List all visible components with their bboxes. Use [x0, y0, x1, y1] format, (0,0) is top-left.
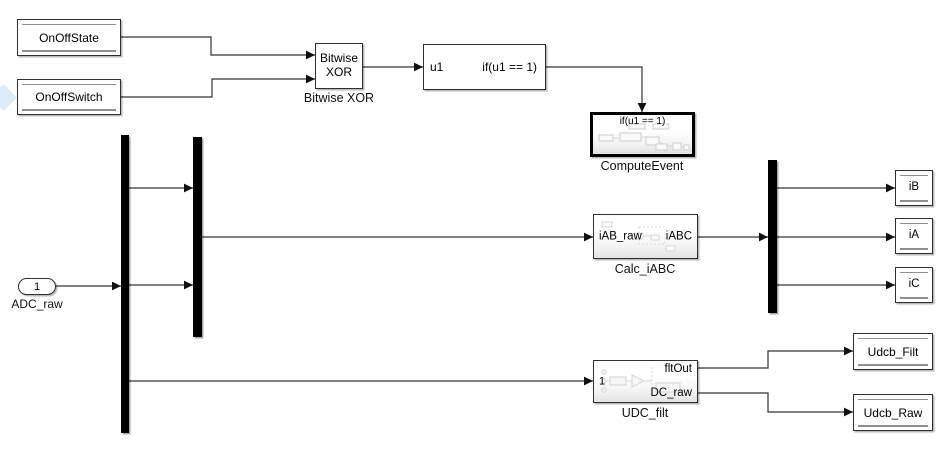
block-ib[interactable]: iB: [895, 170, 933, 206]
block-onoffswitch[interactable]: OnOffSwitch: [17, 79, 121, 115]
udc-filt-fltout-port-label: fltOut: [664, 363, 692, 375]
block-udcb-filt-label: Udcb_Filt: [867, 344, 919, 359]
block-udcb-raw-label: Udcb_Raw: [863, 405, 923, 420]
wire-dcraw-to-udcbraw[interactable]: [698, 392, 853, 417]
bitwise-xor-label: Bitwise XOR: [319, 51, 358, 79]
udc-filt-preview: [601, 367, 681, 395]
block-computeevent[interactable]: if(u1 == 1): [590, 112, 695, 157]
calc-iabc-preview: [601, 221, 676, 252]
wire-fltout-to-udcbfilt[interactable]: [698, 346, 853, 369]
block-onoffswitch-label: OnOffSwitch: [35, 90, 103, 104]
block-ic[interactable]: iC: [895, 267, 933, 303]
block-ia-label: iA: [908, 229, 920, 242]
udc-filt-dcraw-port-label: DC_raw: [650, 386, 692, 399]
if-condition-label: if(u1 == 1): [482, 60, 537, 74]
block-udcb-filt[interactable]: Udcb_Filt: [853, 333, 933, 370]
calc-iabc-output-port-label: iABC: [665, 229, 692, 242]
computeevent-header: if(u1 == 1): [619, 116, 666, 127]
bus-selector-bar-3[interactable]: [768, 160, 777, 313]
inport-adc-raw-caption: ADC_raw: [11, 297, 63, 311]
block-udcb-raw[interactable]: Udcb_Raw: [853, 394, 933, 431]
block-calc-iabc[interactable]: iAB_raw iABC: [593, 214, 698, 259]
computeevent-preview: [598, 123, 690, 151]
block-udc-filt[interactable]: 1 fltOut DC_raw: [593, 360, 698, 403]
inport-adc-raw[interactable]: 1: [18, 278, 56, 295]
block-ia[interactable]: iA: [895, 218, 933, 254]
calc-iabc-input-port-label: iAB_raw: [599, 229, 642, 242]
if-input-port-label: u1: [430, 60, 444, 74]
calc-iabc-caption: Calc_iABC: [614, 262, 676, 276]
bitwise-xor-caption: Bitwise XOR: [303, 91, 375, 105]
udc-filt-caption: UDC_filt: [621, 406, 669, 420]
block-bitwise-xor[interactable]: Bitwise XOR: [315, 43, 363, 89]
bus-selector-bar-2[interactable]: [193, 137, 202, 337]
udc-filt-input-port-label: 1: [599, 375, 606, 387]
inport-number: 1: [33, 280, 41, 293]
block-ib-label: iB: [908, 181, 920, 194]
block-if-condition[interactable]: u1 if(u1 == 1): [423, 44, 546, 90]
block-onoffstate-label: OnOffState: [39, 30, 99, 45]
computeevent-caption: ComputeEvent: [600, 159, 684, 173]
block-ic-label: iC: [908, 278, 920, 291]
wire-onoffswitch-to-xor[interactable]: [121, 74, 315, 98]
wire-onoffstate-to-xor[interactable]: [121, 36, 315, 60]
block-onoffstate[interactable]: OnOffState: [17, 19, 121, 56]
wire-if-to-computeevent[interactable]: [546, 66, 647, 112]
bus-selector-bar-1[interactable]: [121, 135, 129, 433]
